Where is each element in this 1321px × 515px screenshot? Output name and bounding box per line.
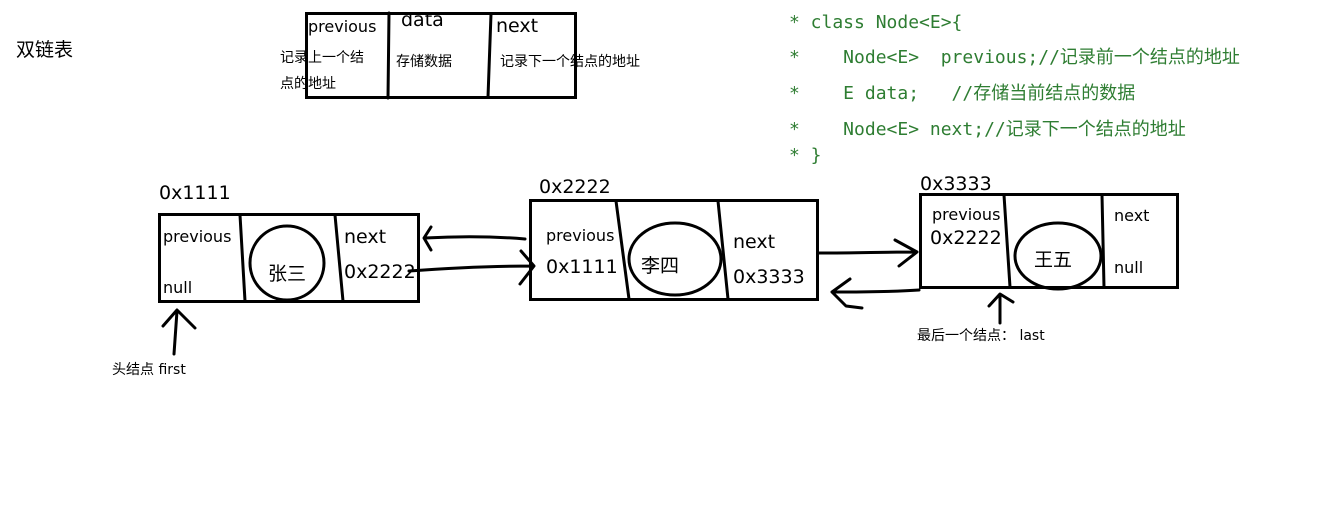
code-line-next: * Node<E> next;//记录下一个结点的地址 — [789, 119, 1186, 140]
node2-previous-label: previous — [546, 226, 615, 245]
legend-previous-desc-1: 记录上一个结 — [280, 50, 364, 66]
legend-next-label: next — [496, 15, 539, 37]
node2-address: 0x2222 — [539, 176, 611, 198]
node3-divider-2 — [1100, 193, 1106, 289]
code-line-previous: * Node<E> previous;//记录前一个结点的地址 — [789, 47, 1240, 68]
first-pointer-label: 头结点 first — [112, 362, 186, 378]
node2-next-label: next — [733, 231, 776, 253]
arrow-node3-previous — [830, 277, 921, 310]
arrow-node1-next — [407, 249, 536, 286]
code-line-data: * E data; //存储当前结点的数据 — [789, 83, 1136, 104]
legend-previous-desc-2: 点的地址 — [280, 76, 336, 92]
node2-next-value: 0x3333 — [733, 266, 805, 288]
node1-box — [158, 213, 420, 303]
node1-data: 张三 — [268, 263, 307, 285]
node2-divider-2 — [716, 199, 730, 301]
node1-address: 0x1111 — [159, 182, 231, 204]
node3-address: 0x3333 — [920, 173, 992, 195]
arrow-node2-previous — [422, 225, 527, 252]
legend-divider-1 — [386, 11, 391, 100]
node1-previous-label: previous — [163, 227, 232, 246]
node1-next-value: 0x2222 — [344, 261, 416, 283]
legend-divider-2 — [486, 12, 493, 99]
arrow-node2-next — [817, 238, 919, 268]
node1-next-label: next — [344, 226, 387, 248]
last-pointer-label: 最后一个结点： last — [917, 328, 1045, 344]
node2-data: 李四 — [641, 255, 680, 277]
node2-box — [529, 199, 819, 301]
node3-previous-label: previous — [932, 205, 1001, 224]
arrow-last — [987, 292, 1015, 325]
node1-divider-2 — [333, 213, 345, 303]
node3-previous-value: 0x2222 — [930, 227, 1002, 249]
node2-data-circle — [627, 221, 723, 297]
node3-next-value: null — [1114, 258, 1144, 277]
node2-divider-1 — [614, 199, 631, 301]
legend-next-desc: 记录下一个结点的地址 — [500, 54, 640, 70]
node2-previous-value: 0x1111 — [546, 256, 618, 278]
legend-data-desc: 存储数据 — [396, 54, 452, 70]
legend-previous-label: previous — [308, 17, 377, 36]
node1-divider-1 — [238, 213, 247, 303]
node1-previous-value: null — [163, 278, 193, 297]
node1-data-circle — [248, 224, 326, 302]
legend-data-label: data — [401, 9, 444, 31]
code-line-close: * } — [789, 145, 822, 166]
legend-node-box — [305, 12, 577, 99]
node3-data-circle — [1013, 221, 1103, 291]
node3-divider-1 — [1002, 193, 1012, 289]
node3-next-label: next — [1114, 206, 1150, 225]
node3-data: 王五 — [1034, 249, 1073, 271]
arrow-first — [161, 308, 197, 356]
code-line-class: * class Node<E>{ — [789, 12, 963, 33]
diagram-title: 双链表 — [16, 39, 74, 61]
